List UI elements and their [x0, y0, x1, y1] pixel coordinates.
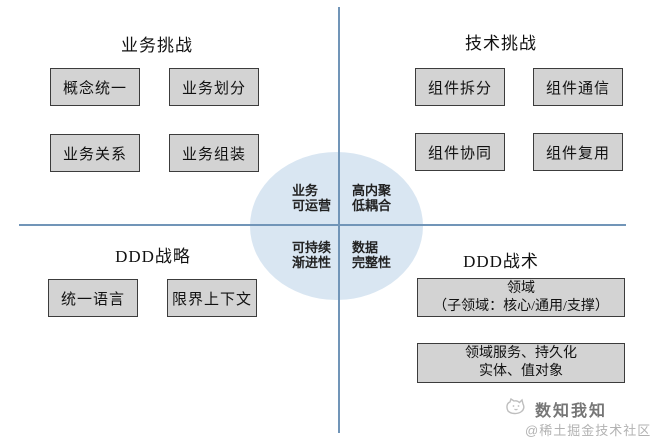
box-domain-subdomain: 领域 （子领域：核心/通用/支撑）	[417, 278, 625, 317]
box-concept-unification: 概念统一	[50, 68, 140, 106]
box-business-partition: 业务划分	[169, 68, 259, 106]
circle-label-data-integrity: 数据 完整性	[352, 240, 391, 270]
center-ellipse	[250, 152, 423, 300]
box-business-assembly: 业务组装	[169, 134, 259, 172]
quadrant-title-business-challenges: 业务挑战	[121, 36, 193, 55]
circle-label-business-operable: 业务 可运营	[292, 183, 331, 213]
circle-label-line: 可运营	[292, 198, 332, 213]
circle-label-line: 渐进性	[292, 255, 332, 270]
watermark-brand: 数知我知	[535, 403, 608, 420]
box-business-relationship: 业务关系	[50, 134, 140, 172]
box-ubiquitous-language: 统一语言	[48, 279, 138, 317]
circle-label-line: 业务	[292, 183, 319, 198]
box-component-coordination: 组件协同	[415, 133, 505, 171]
box-domain-service-line1: 领域服务、持久化	[465, 346, 577, 361]
watermark: 数知我知 @稀土掘金技术社区	[505, 397, 651, 439]
box-component-reuse: 组件复用	[533, 133, 623, 171]
box-bounded-context: 限界上下文	[167, 279, 257, 317]
box-domain-service-entity: 领域服务、持久化 实体、值对象	[417, 343, 625, 383]
box-component-split: 组件拆分	[415, 68, 505, 106]
box-component-communication: 组件通信	[533, 68, 623, 106]
quadrant-title-ddd-strategy: DDD战略	[115, 247, 191, 266]
circle-label-sustainable-progressive: 可持续 渐进性	[292, 240, 331, 270]
circle-label-line: 可持续	[292, 240, 332, 255]
horizontal-divider-line	[19, 224, 626, 226]
cat-logo-icon	[505, 397, 531, 420]
circle-label-line: 低耦合	[352, 198, 392, 213]
circle-label-line: 数据	[352, 240, 379, 255]
box-domain-line1: 领域	[507, 280, 535, 296]
circle-label-high-cohesion-low-coupling: 高内聚 低耦合	[352, 183, 391, 213]
box-domain-line2: （子领域：核心/通用/支撑）	[433, 298, 609, 314]
quadrant-title-ddd-tactics: DDD战术	[463, 252, 539, 271]
circle-label-line: 完整性	[352, 255, 392, 270]
watermark-handle: @稀土掘金技术社区	[525, 423, 652, 438]
box-domain-service-line2: 实体、值对象	[479, 364, 563, 379]
vertical-divider-line	[338, 7, 340, 433]
circle-label-line: 高内聚	[352, 183, 392, 198]
quadrant-title-technical-challenges: 技术挑战	[465, 34, 537, 53]
